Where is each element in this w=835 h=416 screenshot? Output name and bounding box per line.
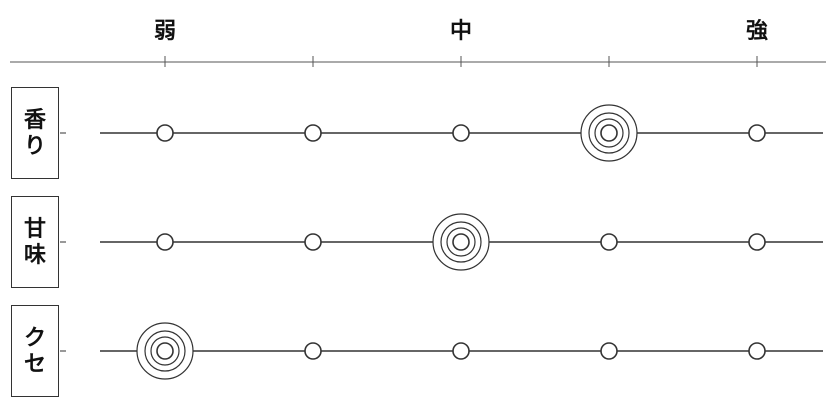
scale-marker xyxy=(156,124,174,142)
selected-ring-inner xyxy=(150,336,180,366)
scale-marker xyxy=(748,342,766,360)
row-label-sweetness: 甘味 xyxy=(11,196,59,288)
scale-marker xyxy=(304,124,322,142)
row-label-sweetness-text: 甘味 xyxy=(23,216,46,268)
row-label-aroma: 香り xyxy=(11,87,59,179)
row-label-peculiarity: クセ xyxy=(11,305,59,397)
selected-ring-inner xyxy=(594,118,624,148)
rating-row xyxy=(60,322,823,380)
selected-marker xyxy=(452,233,470,251)
scale-marker xyxy=(304,233,322,251)
scale-marker xyxy=(304,342,322,360)
selected-ring-middle xyxy=(144,330,186,372)
scale-label-strong: 強 xyxy=(745,18,768,44)
scale-marker xyxy=(600,233,618,251)
selected-marker xyxy=(600,124,618,142)
scale-marker xyxy=(452,342,470,360)
selected-ring-middle xyxy=(440,221,482,263)
rows-group xyxy=(60,104,823,380)
scale-marker xyxy=(156,233,174,251)
rating-row xyxy=(60,104,823,162)
scale-ticks xyxy=(164,56,758,67)
scale-marker xyxy=(600,342,618,360)
selected-ring-inner xyxy=(446,227,476,257)
row-label-peculiarity-text: クセ xyxy=(23,325,46,377)
scale-marker xyxy=(748,124,766,142)
row-label-aroma-text: 香り xyxy=(23,107,46,159)
scale-label-weak: 弱 xyxy=(153,18,176,44)
selected-ring-middle xyxy=(588,112,630,154)
scale-marker xyxy=(452,124,470,142)
scale-label-medium: 中 xyxy=(449,18,472,44)
selected-marker xyxy=(156,342,174,360)
scale-marker xyxy=(748,233,766,251)
rating-row xyxy=(60,213,823,271)
